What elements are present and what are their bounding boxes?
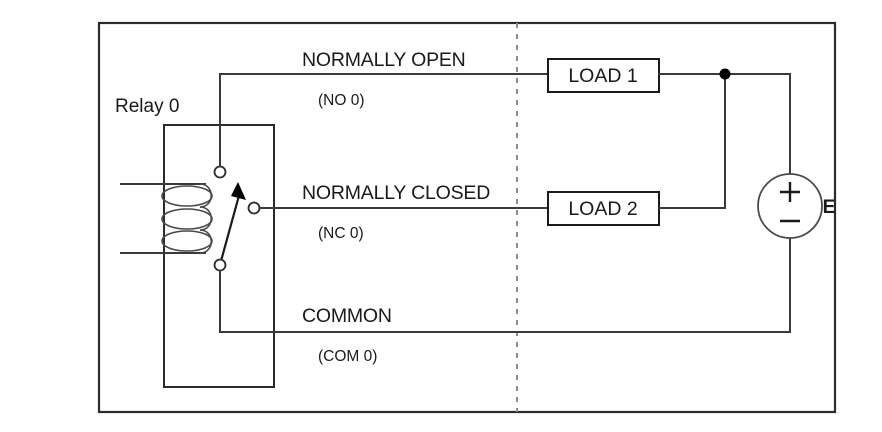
source-label: E bbox=[823, 197, 836, 218]
contact-label-no-title: NORMALLY OPEN bbox=[302, 49, 466, 71]
diagram-outer-frame bbox=[97, 21, 837, 414]
switch-arm-arrowhead bbox=[231, 182, 246, 200]
common-terminal bbox=[213, 258, 227, 272]
load2-block: LOAD 2 bbox=[547, 191, 660, 226]
wire-com-to-source bbox=[219, 270, 791, 333]
contact-label-no-subtitle: (NO 0) bbox=[318, 92, 365, 109]
relay-coil bbox=[161, 183, 213, 254]
normally-open-terminal bbox=[213, 165, 227, 179]
contact-label-com-title: COMMON bbox=[302, 305, 392, 327]
load1-block: LOAD 1 bbox=[547, 58, 660, 93]
voltage-source: E bbox=[757, 73, 836, 333]
wire-junction-dot bbox=[719, 68, 731, 80]
wire-no-to-load1 bbox=[219, 73, 549, 167]
contact-label-com-subtitle: (COM 0) bbox=[318, 348, 377, 365]
contact-label-nc-title: NORMALLY CLOSED bbox=[302, 182, 490, 204]
load1-label: LOAD 1 bbox=[568, 65, 637, 87]
load2-box bbox=[547, 191, 660, 226]
relay-switch-arm bbox=[219, 182, 246, 262]
normally-closed-terminal bbox=[247, 201, 261, 215]
source-plus-sign bbox=[780, 182, 800, 202]
load2-label: LOAD 2 bbox=[568, 198, 637, 220]
load1-box bbox=[547, 58, 660, 93]
wire-load2-to-junction bbox=[658, 73, 726, 209]
source-circle bbox=[757, 173, 823, 239]
relay-label: Relay 0 bbox=[115, 96, 179, 117]
contact-label-nc-subtitle: (NC 0) bbox=[318, 225, 364, 242]
